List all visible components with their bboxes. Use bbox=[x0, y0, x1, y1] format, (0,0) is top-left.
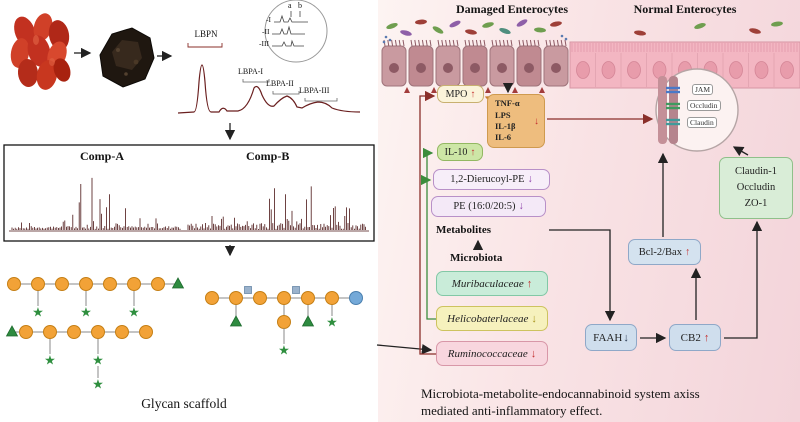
spectra-inset bbox=[264, 0, 328, 63]
lbpa2-label: LBPA-II bbox=[266, 79, 294, 88]
nmr-spectrum-comp-b bbox=[187, 186, 366, 230]
lbpa1-label: LBPA-I bbox=[238, 67, 264, 76]
tj-inset-occludin-label: Occludin bbox=[687, 100, 721, 111]
helicobaterlaceae-box: Helicobaterlaceae↓ bbox=[436, 306, 548, 331]
bcl2-bax-up-arrow: ↑ bbox=[684, 246, 691, 258]
goji-berries-photo bbox=[10, 13, 71, 90]
svg-text:★: ★ bbox=[92, 377, 104, 392]
muribaculaceae-up-arrow: ↑ bbox=[526, 277, 533, 290]
ruminococcaceae-down-arrow: ↓ bbox=[530, 347, 537, 360]
svg-text:★: ★ bbox=[128, 305, 140, 320]
faah-box: FAAH↓ bbox=[585, 324, 637, 351]
ruminococcaceae-label: Ruminococcaceae bbox=[447, 347, 528, 360]
extract-photo bbox=[99, 27, 155, 88]
cytokine-tnf: TNF-α bbox=[495, 98, 520, 109]
faah-label: FAAH bbox=[593, 331, 623, 344]
cb2-up-arrow: ↑ bbox=[703, 331, 710, 344]
bcl2-bax-label: Bcl-2/Bax bbox=[638, 246, 682, 258]
pe-box: PE (16:0/20:5)↓ bbox=[431, 196, 546, 217]
figure-caption: Microbiota-metabolite-endocannabinoid sy… bbox=[421, 386, 700, 418]
glycan-scaffold-label: Glycan scaffold bbox=[141, 396, 227, 411]
il10-label: IL-10 bbox=[444, 146, 468, 158]
mpo-up-arrow: ↑ bbox=[470, 88, 476, 100]
inset-label-II: -II bbox=[262, 27, 270, 36]
dierucoyl-pe-down-arrow: ↓ bbox=[527, 174, 533, 185]
svg-text:★: ★ bbox=[278, 343, 290, 358]
pe-down-arrow: ↓ bbox=[518, 201, 524, 212]
cytokine-lps: LPS bbox=[495, 109, 511, 120]
ruminococcaceae-box: Ruminococcaceae↓ bbox=[436, 341, 548, 366]
svg-text:★: ★ bbox=[326, 315, 338, 330]
mpo-box: MPO↑ bbox=[437, 85, 484, 103]
muribaculaceae-label: Muribaculaceae bbox=[451, 277, 524, 290]
cb2-box: CB2↑ bbox=[669, 324, 721, 351]
tj-claudin1-label: Claudin-1 bbox=[735, 165, 777, 177]
tj-occludin-label: Occludin bbox=[736, 181, 776, 193]
dierucoyl-pe-box: 1,2-Dierucoyl-PE↓ bbox=[433, 169, 550, 190]
inset-label-b: b bbox=[298, 1, 302, 10]
dierucoyl-pe-label: 1,2-Dierucoyl-PE bbox=[450, 174, 525, 185]
comp-b-label: Comp-B bbox=[246, 149, 290, 163]
nmr-spectrum-comp-a bbox=[11, 177, 181, 230]
lbpn-label: LBPN bbox=[194, 29, 218, 39]
inset-label-I: -I bbox=[266, 15, 271, 24]
il10-box: IL-10↑ bbox=[437, 143, 483, 161]
faah-down-arrow: ↓ bbox=[623, 331, 629, 344]
svg-text:★: ★ bbox=[44, 353, 56, 368]
helicobaterlaceae-down-arrow: ↓ bbox=[531, 312, 537, 325]
chromatogram-plot bbox=[177, 43, 361, 114]
cb2-label: CB2 bbox=[680, 331, 701, 344]
pe-label: PE (16:0/20:5) bbox=[453, 201, 516, 212]
tight-junction-proteins-box: Claudin-1 Occludin ZO-1 bbox=[719, 157, 793, 219]
svg-text:★: ★ bbox=[92, 353, 104, 368]
normal-enterocytes-header: Normal Enterocytes bbox=[633, 2, 737, 16]
comp-a-label: Comp-A bbox=[80, 149, 124, 163]
metabolites-label: Metabolites bbox=[436, 224, 491, 236]
helicobaterlaceae-label: Helicobaterlaceae bbox=[447, 312, 529, 325]
cytokine-il6: IL-6 bbox=[495, 132, 512, 143]
tj-zo1-label: ZO-1 bbox=[744, 198, 768, 210]
muribaculaceae-box: Muribaculaceae↑ bbox=[436, 271, 548, 296]
il10-up-arrow: ↑ bbox=[470, 146, 476, 158]
cytokine-down-arrow: ↓ bbox=[534, 116, 539, 127]
svg-text:★: ★ bbox=[32, 305, 44, 320]
inset-label-a: a bbox=[288, 1, 292, 10]
tj-inset-claudin-label: Claudin bbox=[687, 117, 717, 128]
nmr-panel-frame bbox=[3, 144, 375, 242]
glycan-structures: ★ ★ ★ ★ ★ ★ ★ ★ bbox=[5, 277, 363, 392]
damaged-enterocytes-header: Damaged Enterocytes bbox=[455, 2, 569, 16]
inset-label-III: -III bbox=[259, 39, 269, 48]
cytokine-il1b: IL-1β bbox=[495, 121, 516, 131]
svg-text:★: ★ bbox=[80, 305, 92, 320]
cytokine-box: TNF-α LPS IL-1β IL-6 ↓ bbox=[487, 94, 545, 148]
mpo-label: MPO bbox=[445, 88, 468, 100]
bcl2-bax-box: Bcl-2/Bax↑ bbox=[628, 239, 701, 265]
microbiota-label: Microbiota bbox=[450, 252, 503, 264]
tj-inset-jam-label: JAM bbox=[692, 84, 714, 95]
lbpa3-label: LBPA-III bbox=[299, 86, 330, 95]
